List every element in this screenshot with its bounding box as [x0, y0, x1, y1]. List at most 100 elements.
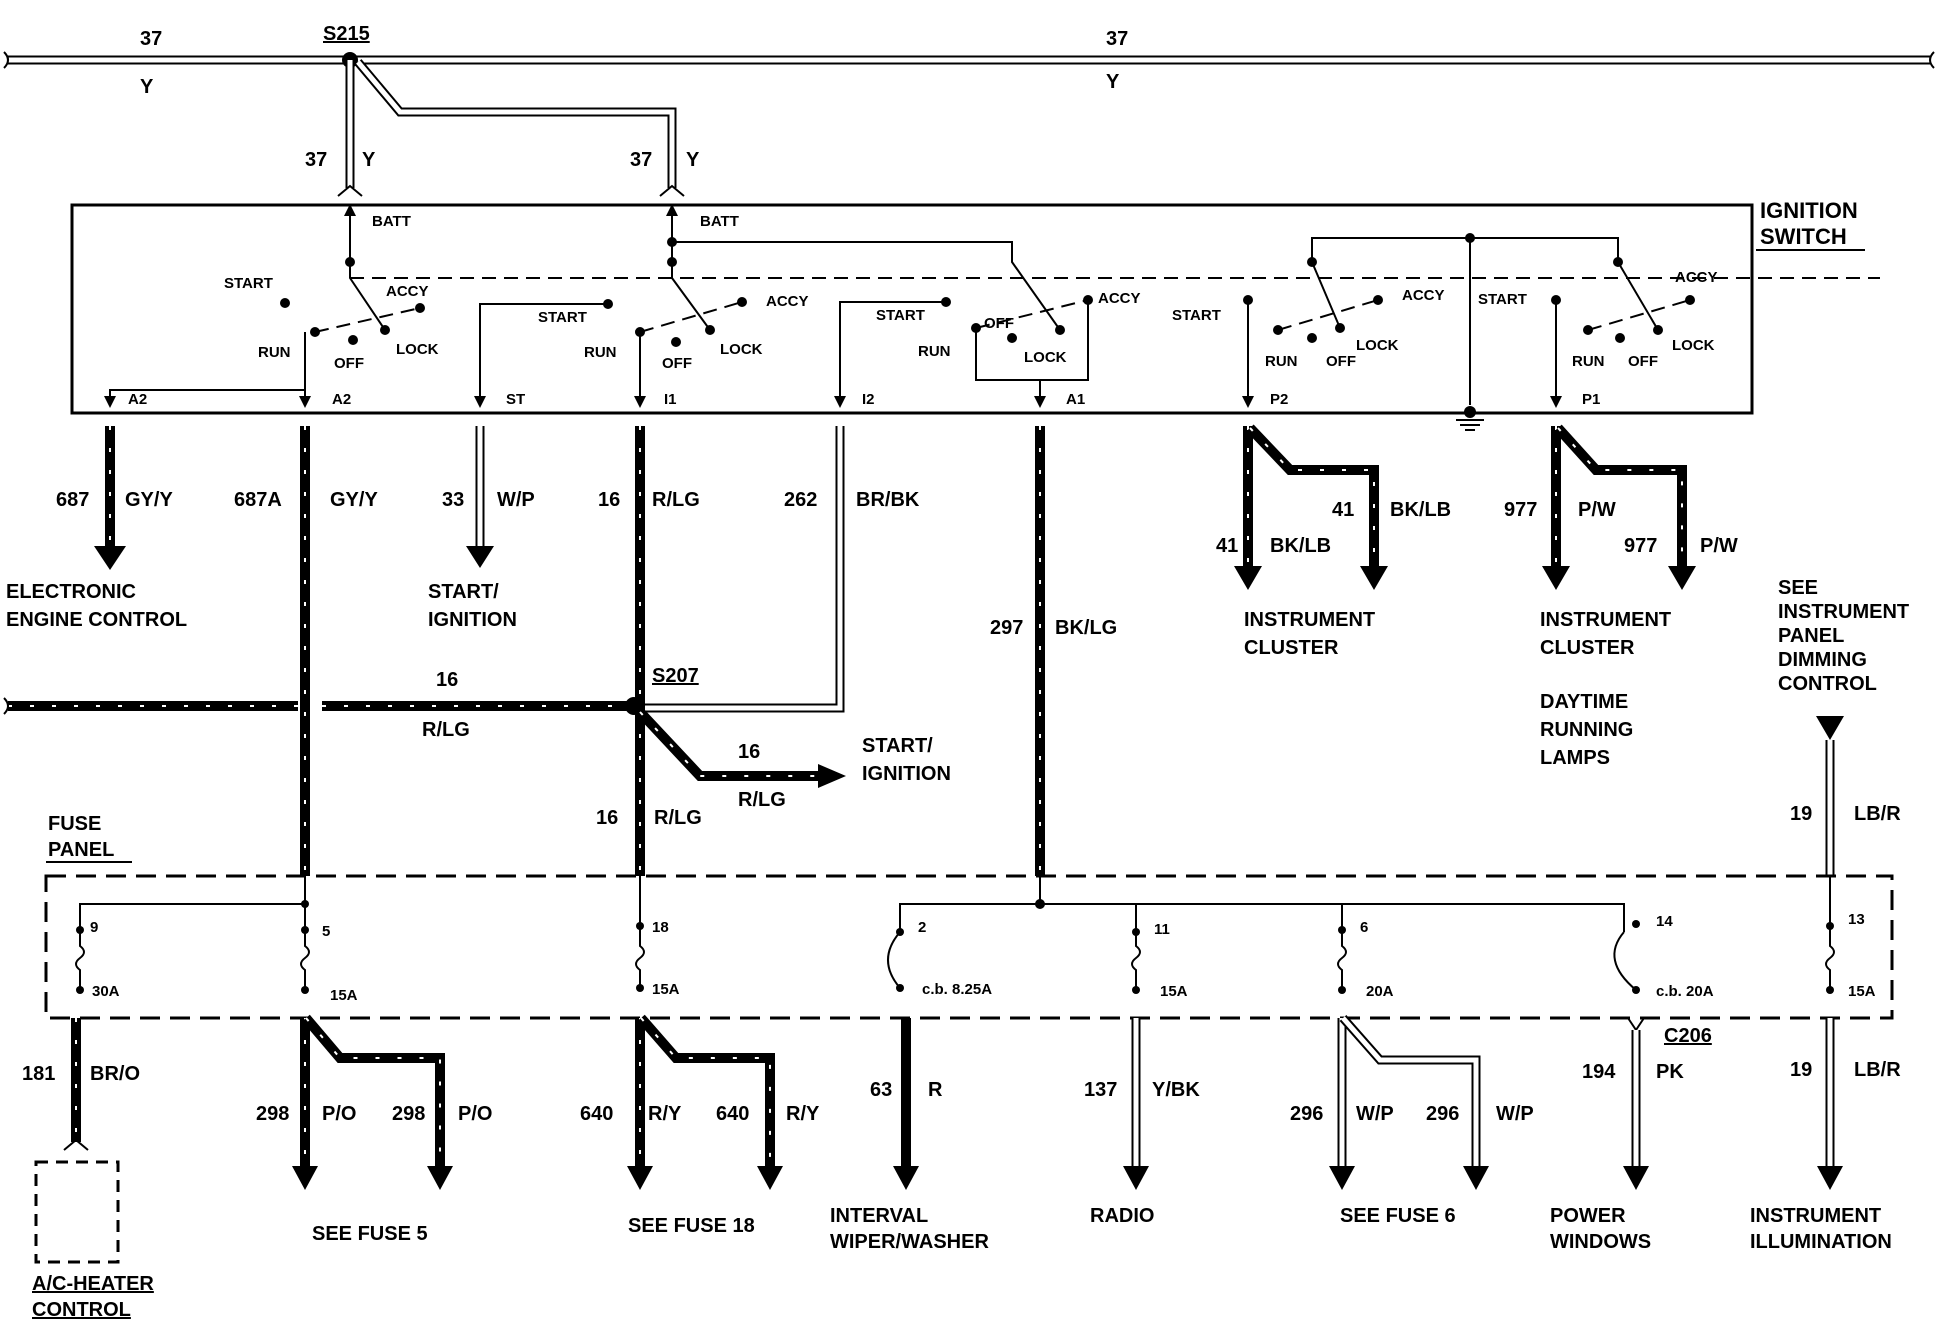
s207-down-num: 16 — [596, 807, 618, 829]
c297-color: BK/LG — [1055, 617, 1117, 639]
sw4-accy: ACCY — [1402, 287, 1445, 304]
s207-down-color: R/LG — [654, 807, 702, 829]
fuse-panel: FUSE PANEL 9 30A 5 15A 18 15A — [44, 813, 1894, 1020]
terminal-i1: I1 — [664, 391, 677, 408]
batt-label-1: BATT — [372, 213, 411, 230]
sw1-start: START — [224, 275, 273, 292]
c977b-num: 977 — [1624, 535, 1657, 557]
sw3-lock: LOCK — [1024, 349, 1067, 366]
dimming-reference: SEE INSTRUMENT PANEL DIMMING CONTROL 19 … — [1778, 577, 1909, 876]
c977-dest2-3: LAMPS — [1540, 747, 1610, 769]
splice-s207-label: S207 — [652, 665, 699, 687]
o640a-num: 640 — [580, 1103, 613, 1125]
sw5-off: OFF — [1628, 353, 1658, 370]
ignition-switch-title-2: SWITCH — [1760, 224, 1847, 249]
sw3-accy: ACCY — [1098, 290, 1141, 307]
fuse-14: 14 c.b. 20A — [1613, 913, 1714, 1000]
dimming-line-2: INSTRUMENT — [1778, 601, 1909, 623]
batt-feed-2-circuit: 37 — [630, 149, 652, 171]
sw1-accy: ACCY — [386, 283, 429, 300]
fuse-panel-box — [44, 874, 1894, 1020]
o19-color: LB/R — [1854, 1059, 1901, 1081]
batt-feed-2-color: Y — [686, 149, 700, 171]
fuse-5: 5 15A — [300, 904, 358, 1004]
sw1-run: RUN — [258, 344, 291, 361]
o296a-color: W/P — [1356, 1103, 1394, 1125]
fuse-2-num: 2 — [918, 919, 926, 936]
fuse-9: 9 30A — [75, 919, 120, 1000]
o137-dest: RADIO — [1090, 1205, 1154, 1227]
fuse-5-num: 5 — [322, 923, 330, 940]
o63-dest-1: INTERVAL — [830, 1205, 928, 1227]
o298a-color: P/O — [322, 1103, 356, 1125]
o640a-color: R/Y — [648, 1103, 682, 1125]
fuse-6-rating: 20A — [1366, 983, 1394, 1000]
c33-dest-1: START/ — [428, 581, 499, 603]
ignition-switch-title-1: IGNITION — [1760, 198, 1858, 223]
o640b-num: 640 — [716, 1103, 749, 1125]
o181-color: BR/O — [90, 1063, 140, 1085]
fuse-14-num: 14 — [1656, 913, 1673, 930]
o181-num: 181 — [22, 1063, 55, 1085]
terminal-a1: A1 — [1066, 391, 1085, 408]
dimming-line-5: CONTROL — [1778, 673, 1877, 695]
c977-dest2-2: RUNNING — [1540, 719, 1633, 741]
sw2-run: RUN — [584, 344, 617, 361]
fuse-11-num: 11 — [1154, 921, 1170, 938]
sw4-off: OFF — [1326, 353, 1356, 370]
s207-branch-num: 16 — [738, 741, 760, 763]
batt-feed-1-color: Y — [362, 149, 376, 171]
o194-connector: C206 — [1664, 1025, 1712, 1047]
fuse-panel-title-2: PANEL — [48, 839, 114, 861]
terminal-p2: P2 — [1270, 391, 1288, 408]
c977b-color: P/W — [1700, 535, 1738, 557]
bus-right-circuit: 37 — [1106, 28, 1128, 50]
c41-dest-1: INSTRUMENT — [1244, 609, 1375, 631]
sw5-lock: LOCK — [1672, 337, 1715, 354]
fuse-18: 18 15A — [635, 876, 680, 998]
o63-color: R — [928, 1079, 943, 1101]
sw3-start: START — [876, 307, 925, 324]
o137-color: Y/BK — [1152, 1079, 1200, 1101]
o63-num: 63 — [870, 1079, 892, 1101]
sw5-accy: ACCY — [1675, 269, 1718, 286]
c977a-color: P/W — [1578, 499, 1616, 521]
fuse-13-rating: 15A — [1848, 983, 1876, 1000]
ignition-switch: IGNITION SWITCH BATT START ACCY RUN OFF … — [70, 198, 1880, 431]
o194-color: PK — [1656, 1061, 1684, 1083]
s207-branch-dest-1: START/ — [862, 735, 933, 757]
fuse-9-rating: 30A — [92, 983, 120, 1000]
fuse-13: 13 15A — [1825, 876, 1876, 1000]
c297-num: 297 — [990, 617, 1023, 639]
bus-left-circuit: 37 — [140, 28, 162, 50]
sw3-run: RUN — [918, 343, 951, 360]
c977-dest-1: INSTRUMENT — [1540, 609, 1671, 631]
s207-branch-dest-2: IGNITION — [862, 763, 951, 785]
o181-dest-1: A/C-HEATER — [32, 1273, 154, 1295]
c687-num: 687 — [56, 489, 89, 511]
s207-branch-color: R/LG — [738, 789, 786, 811]
c41b-num: 41 — [1332, 499, 1354, 521]
bus-left-color: Y — [140, 76, 154, 98]
sw1-off: OFF — [334, 355, 364, 372]
c16-num: 16 — [598, 489, 620, 511]
fuse-6: 6 20A — [1337, 919, 1394, 1000]
o640-dest: SEE FUSE 18 — [628, 1215, 755, 1237]
o298a-num: 298 — [256, 1103, 289, 1125]
dimming-line-3: PANEL — [1778, 625, 1844, 647]
o194-num: 194 — [1582, 1061, 1616, 1083]
o296a-num: 296 — [1290, 1103, 1323, 1125]
o19-num: 19 — [1790, 1059, 1812, 1081]
splice-s215-label: S215 — [323, 23, 370, 45]
sw3-off: OFF — [984, 315, 1014, 332]
c33-color: W/P — [497, 489, 535, 511]
c687-dest-1: ELECTRONIC — [6, 581, 136, 603]
o137-num: 137 — [1084, 1079, 1117, 1101]
dimming-color: LB/R — [1854, 803, 1901, 825]
c262-color: BR/BK — [856, 489, 920, 511]
terminal-i2: I2 — [862, 391, 875, 408]
o296-dest: SEE FUSE 6 — [1340, 1205, 1456, 1227]
c262-num: 262 — [784, 489, 817, 511]
fuse-panel-title-1: FUSE — [48, 813, 101, 835]
dimming-line-4: DIMMING — [1778, 649, 1867, 671]
